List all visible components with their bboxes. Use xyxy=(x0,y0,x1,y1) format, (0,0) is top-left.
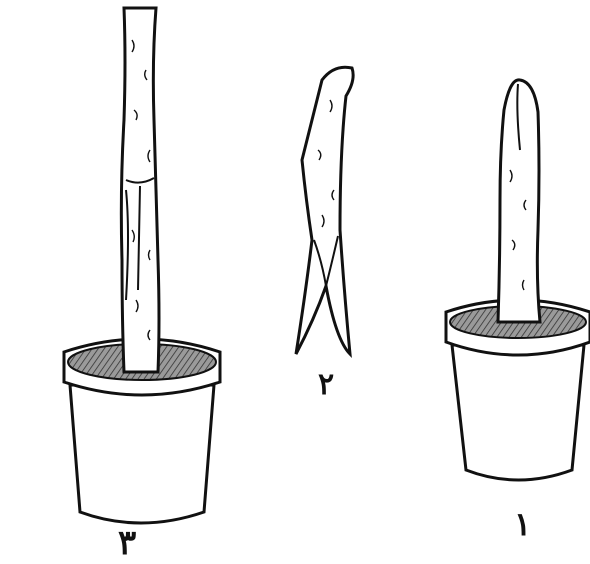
pot-body-3 xyxy=(70,385,214,523)
panel-label-1: ۱ xyxy=(514,508,531,540)
panel-scion-wedge xyxy=(296,67,353,354)
panel-stock-with-scion xyxy=(64,8,220,523)
panel-stock-cut xyxy=(446,80,590,480)
stock-1 xyxy=(498,80,540,322)
panel-label-2: ۲ xyxy=(318,370,334,400)
panel-label-3: ۳ xyxy=(118,526,136,560)
scion-2 xyxy=(296,67,353,354)
pot-body-1 xyxy=(452,345,584,480)
